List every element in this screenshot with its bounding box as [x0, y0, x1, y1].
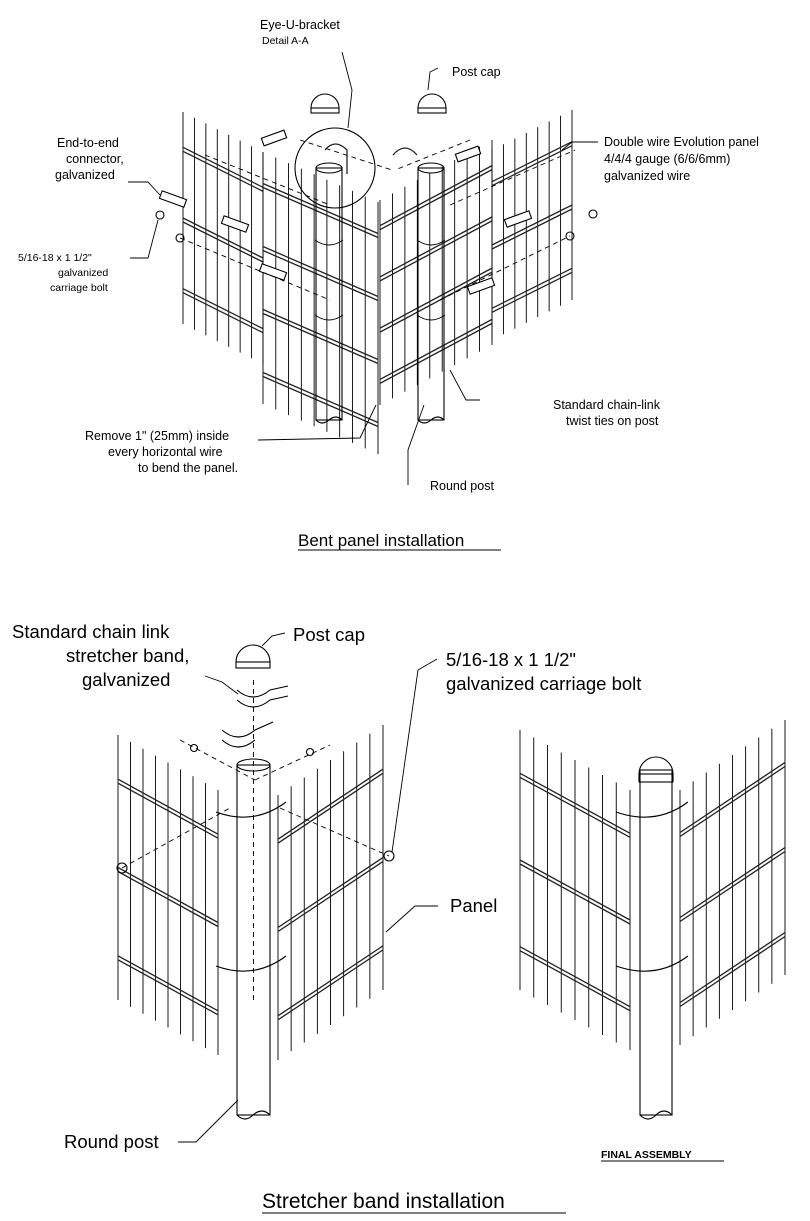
post-cap-bottom-icon	[235, 644, 271, 669]
panel-label-bottom: Panel	[450, 895, 497, 916]
round-post-label-top: Round post	[430, 479, 494, 493]
end-to-end-label-2: connector,	[66, 152, 124, 166]
panel-label-3: galvanized wire	[604, 169, 690, 183]
eye-u-bracket-left-icon	[324, 143, 348, 174]
post-cap-label: Post cap	[452, 65, 501, 79]
post-cap-left-icon	[310, 93, 340, 114]
panel-label-2: 4/4/4 gauge (6/6/6mm)	[604, 152, 730, 166]
end-to-end-label-3: galvanized	[55, 168, 115, 182]
panel-label-1: Double wire Evolution panel	[604, 135, 759, 149]
round-post-right	[417, 162, 445, 424]
round-post-bottom	[236, 680, 271, 1120]
bent-panel-drawing: Eye-U-bracket Detail A-A Post cap End-to…	[18, 18, 759, 551]
assembly-dashed-lines	[179, 139, 576, 301]
eye-u-bracket-right-icon	[392, 147, 418, 156]
final-assembly-label: FINAL ASSEMBLY	[601, 1149, 692, 1161]
left-panel	[182, 112, 264, 364]
bolt-label-1: 5/16-18 x 1 1/2"	[18, 252, 92, 264]
stretcher-band-label-2: stretcher band,	[66, 645, 189, 666]
stretcher-band-label-3: galvanized	[82, 669, 170, 690]
final-panel-right	[679, 720, 786, 1045]
bolt-label-2: galvanized	[58, 267, 108, 279]
end-to-end-label-1: End-to-end	[57, 136, 119, 150]
leader-lines-top	[128, 51, 598, 485]
bent-panel-right-wing	[379, 140, 493, 405]
stretcher-band-icon	[215, 685, 289, 972]
detail-label: Detail A-A	[262, 35, 309, 47]
bolt-label-bottom-1: 5/16-18 x 1 1/2"	[446, 649, 576, 670]
remove-label-3: to bend the panel.	[138, 461, 238, 475]
caption-bent-panel: Bent panel installation	[298, 531, 464, 550]
bolt-label-3: carriage bolt	[50, 282, 108, 294]
twist-tie-icon	[314, 239, 446, 321]
detail-a-a-circle	[294, 127, 376, 209]
final-stretcher-band-icon	[615, 801, 689, 972]
post-cap-label-bottom: Post cap	[293, 624, 365, 645]
final-post-cap-icon	[638, 756, 674, 783]
end-to-end-connector-icon	[158, 129, 533, 295]
eye-u-bracket-label: Eye-U-bracket	[260, 18, 340, 32]
bolt-label-bottom-2: galvanized carriage bolt	[446, 673, 641, 694]
bolts-bottom-icon	[116, 743, 395, 874]
stretcher-panel-left	[117, 735, 219, 1055]
twist-tie-label-2: twist ties on post	[566, 414, 659, 428]
stretcher-band-drawing: Standard chain link stretcher band, galv…	[12, 621, 641, 1152]
carriage-bolt-icon	[155, 209, 598, 243]
final-panel-left	[519, 730, 631, 1050]
final-assembly-drawing: FINAL ASSEMBLY	[519, 720, 786, 1162]
post-cap-right-icon	[417, 93, 447, 114]
bent-panel-left-wing	[262, 152, 379, 454]
top-labels: Eye-U-bracket Detail A-A Post cap End-to…	[18, 18, 759, 551]
remove-label-2: every horizontal wire	[108, 445, 223, 459]
remove-label-1: Remove 1" (25mm) inside	[85, 429, 229, 443]
leader-lines-bottom	[178, 632, 438, 1143]
twist-tie-label-1: Standard chain-link	[553, 398, 661, 412]
caption-stretcher-band: Stretcher band installation	[262, 1190, 505, 1213]
round-post-label-bottom: Round post	[64, 1131, 159, 1152]
stretcher-band-label-1: Standard chain link	[12, 621, 170, 642]
right-panel	[491, 110, 573, 340]
round-post-left	[315, 162, 343, 424]
final-round-post	[639, 769, 673, 1120]
stretcher-panel-right	[277, 725, 384, 1060]
assembly-dashed-lines-bottom	[121, 739, 390, 869]
